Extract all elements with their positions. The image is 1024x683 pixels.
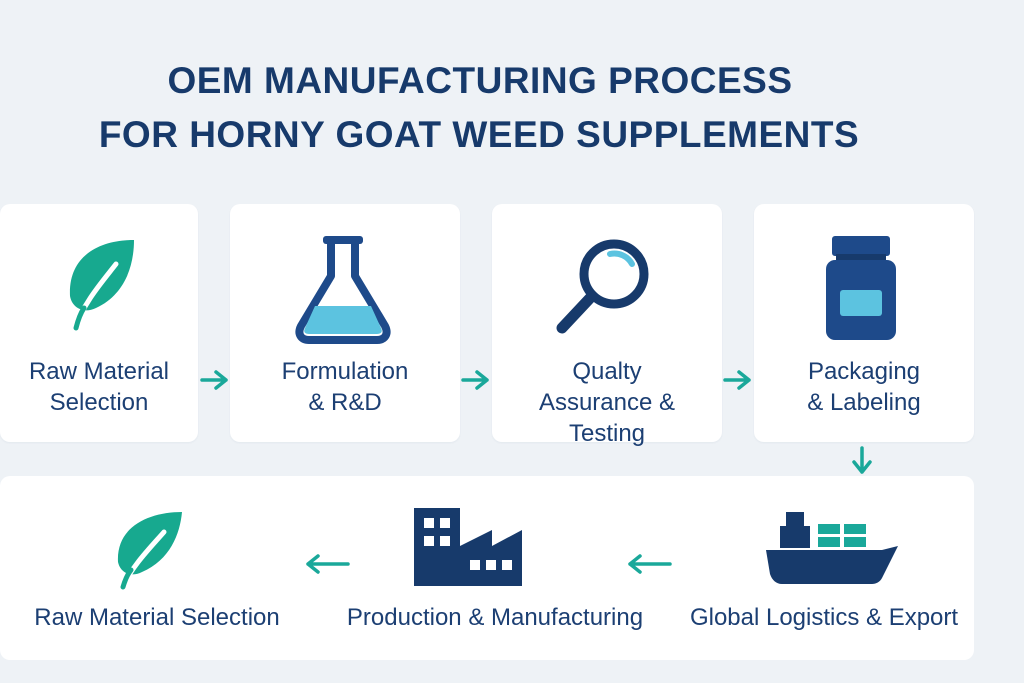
arrow-left-icon (628, 554, 672, 574)
bottom-step-raw-material-label: Raw Material Selection (34, 604, 280, 631)
step-label-line1: Formulation (281, 358, 409, 385)
step-label-line2: Assurance & (538, 389, 676, 416)
bottom-step-production-label: Production & Manufacturing (346, 604, 644, 631)
factory-icon (414, 508, 522, 586)
step-label-line3: Testing (568, 420, 646, 447)
leaf-icon (117, 512, 182, 591)
step-label-line2: & Labeling (807, 389, 921, 416)
magnifier-icon (556, 239, 649, 334)
arrow-right-icon (723, 370, 751, 390)
step-label-line2: & R&D (308, 389, 382, 416)
bottle-icon (826, 236, 896, 340)
cargo-ship-icon (766, 512, 898, 584)
step-label-line1: Qualty (572, 358, 642, 385)
step-label-line2: Selection (49, 389, 149, 416)
arrow-left-icon (306, 554, 350, 574)
step-card-quality-assurance: Qualty Assurance & Testing (492, 204, 722, 447)
step-label-line1: Packaging (807, 358, 921, 385)
step-card-raw-material: Raw Material Selection (0, 204, 198, 442)
arrow-down-icon (852, 446, 872, 474)
flask-icon (295, 236, 391, 344)
arrow-right-icon (461, 370, 489, 390)
diagram-title-line1: OEM MANUFACTURING PROCESS (167, 60, 793, 101)
arrow-right-icon (200, 370, 228, 390)
leaf-icon (69, 240, 134, 333)
step-label-line1: Raw Material (28, 358, 170, 385)
diagram-title-line2: FOR HORNY GOAT WEED SUPPLEMENTS (98, 114, 860, 155)
bottom-step-logistics-label: Global Logistics & Export (689, 604, 959, 631)
